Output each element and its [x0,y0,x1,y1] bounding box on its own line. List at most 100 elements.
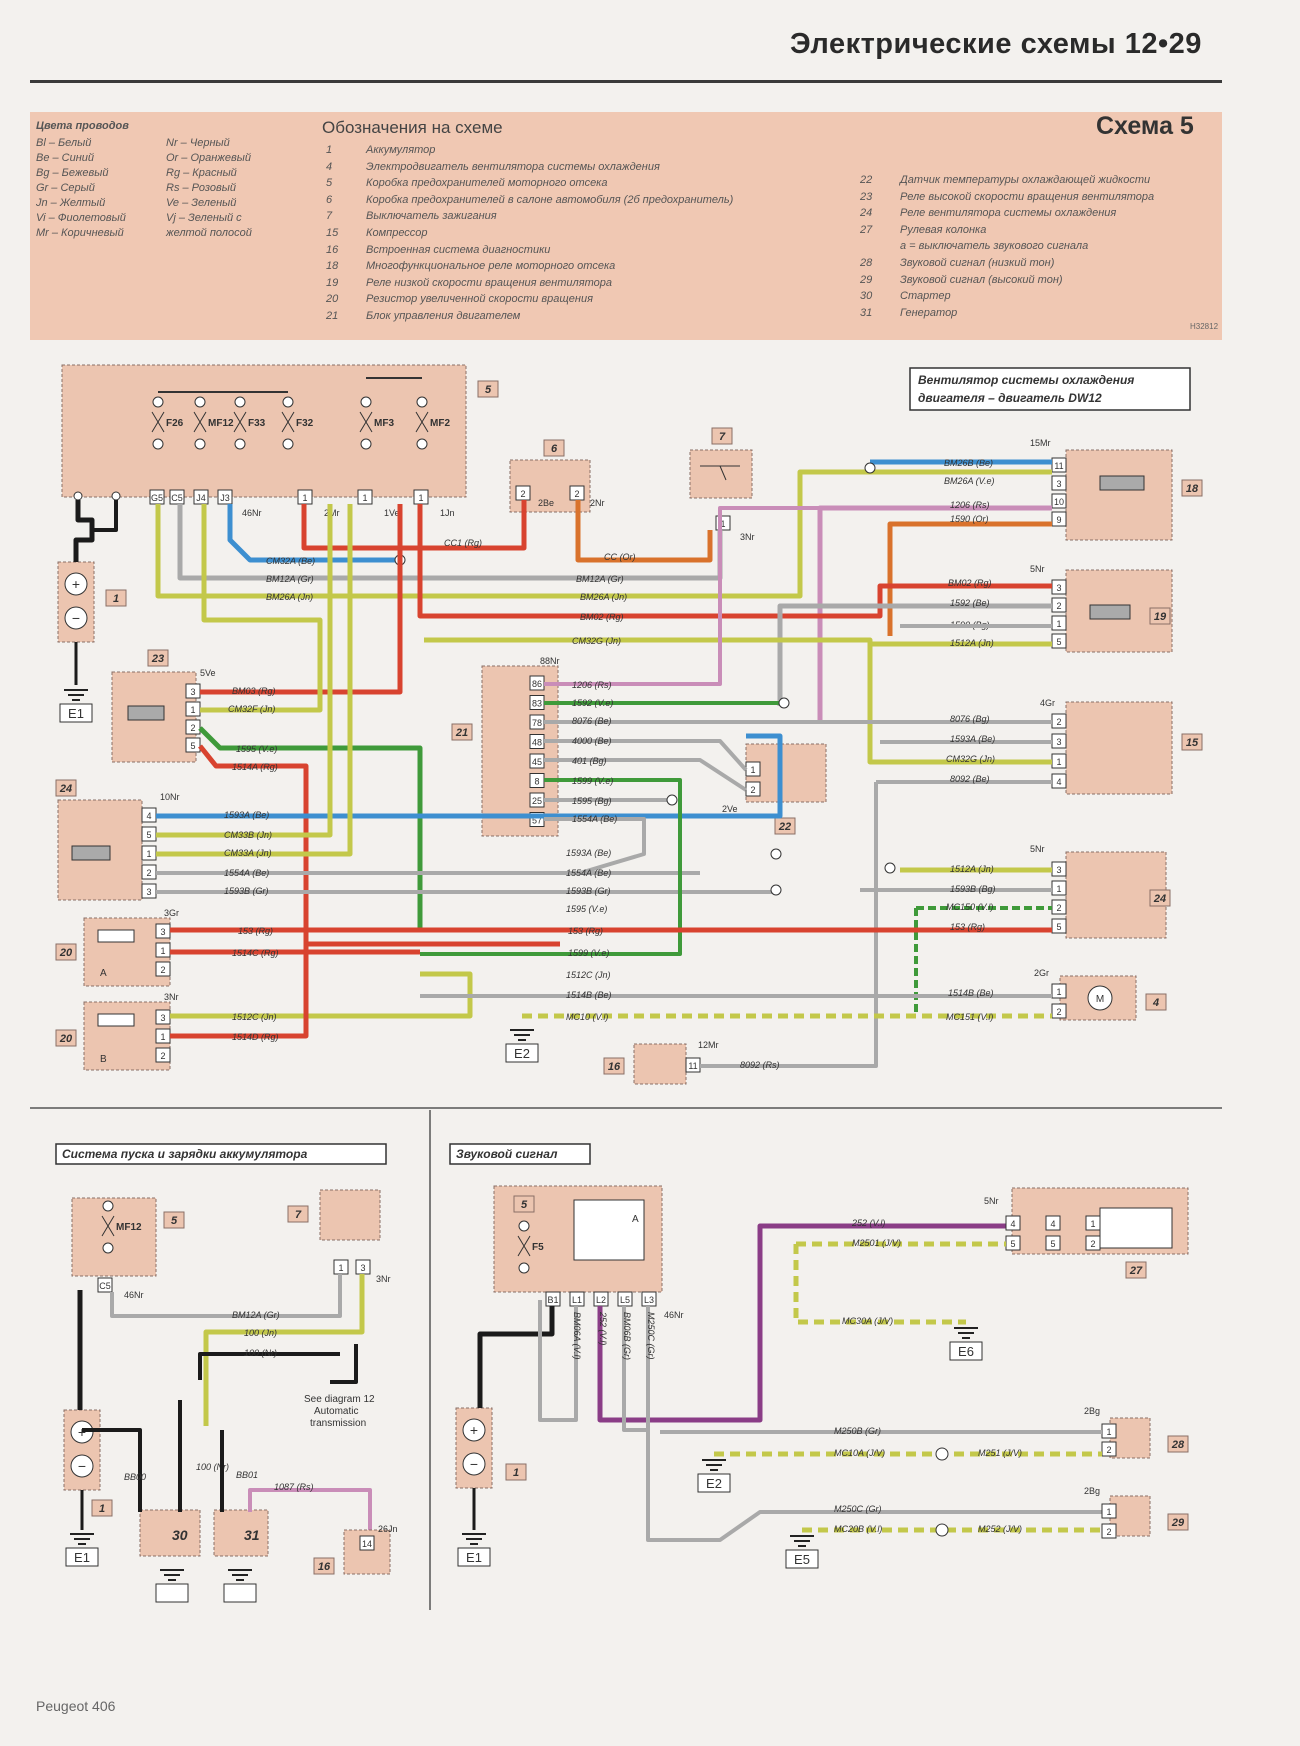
tag-15 [1181,733,1203,751]
pin-label: C5 [171,493,183,503]
wire-color-entry: Bе – Синий [36,152,95,164]
wire-label: CC (Or) [604,552,636,562]
fuse-symbol [281,411,295,433]
wire-BM02 [417,504,1052,619]
component-number: 21 [455,727,468,739]
motor-letter: M [1096,994,1104,1005]
legend-item-number: 28 [860,256,873,269]
connector-label: 2Bg [1084,1406,1100,1416]
fuse-symbol [101,1215,115,1237]
connector-pin [1051,1003,1067,1019]
wire-color-entry: Bl – Белый [36,137,92,149]
battery-cable [90,500,118,532]
wire-1087 [248,1488,372,1530]
pin-label: 1 [1056,757,1061,767]
wire-1599-21 [420,778,682,956]
fuse-symbol [517,1235,531,1257]
tag-16 [603,1057,625,1075]
wire-CM33B [156,504,333,838]
ground-label: E5 [794,1552,810,1567]
pin-label: 3 [160,1013,165,1023]
tag-24-left [55,779,77,797]
pin-label: 2 [750,785,755,795]
wire-label: CM32G (Jn) [946,754,995,764]
component-number: 23 [151,653,164,665]
fuse-box-pin [193,489,209,505]
component-number: 24 [1153,893,1166,905]
fuse-terminal [416,396,428,408]
wire-label: 1554A (Bе) [224,868,269,878]
pin-label: C5 [99,1281,111,1291]
wire-label: 1593A (Bе) [224,810,269,820]
switch-symbol [700,465,740,481]
wire-CM32G-15 [867,644,1052,765]
wire-CM32G [424,637,1052,647]
pin-label: 3 [1056,479,1061,489]
pin-label: 4 [1056,777,1061,787]
tag-6 [543,439,565,457]
resistor-label: B [100,1054,107,1065]
pin-label: 2 [1056,601,1061,611]
component-number: 4 [1152,997,1159,1009]
wire-label: 1593B (Gr) [224,886,269,896]
splice-point [935,1447,949,1461]
tag-1 [105,589,127,607]
wire-label: 1514B (Bе) [948,988,994,998]
pin-label: 1 [720,519,725,529]
wire-label: CM32G (Jn) [572,636,621,646]
connector-pin [1051,983,1067,999]
tag-5-start [163,1211,185,1229]
tag-22 [774,817,796,835]
fuse-symbol [233,411,247,433]
tag-1-start [91,1499,113,1517]
wire-label: 8076 (Bg) [950,714,990,724]
relay-label: A [632,1214,639,1225]
wire-label: 153 (Rg) [950,922,985,932]
component-number: 7 [719,431,726,443]
tag-29 [1167,1513,1189,1531]
legend-item-number: 16 [326,243,339,256]
wire-label: 100 (Nr) [244,1348,277,1358]
ground-E6 [949,1341,983,1361]
connector-label: 46Nr [242,508,262,518]
relay-18-pin [1051,457,1067,473]
ground-starter [155,1583,189,1603]
connector-label: 3Nr [376,1274,391,1284]
wire-color-entry: Vi – Фиолетовый [36,212,126,224]
pin-label: 14 [362,1539,372,1549]
legend-item-text: Реле вентилятора системы охлаждения [900,207,1117,220]
ground-E1-horn [457,1547,491,1567]
pin-label: 9 [1056,515,1061,525]
component-number: 16 [608,1061,621,1073]
wire-8092-16 [700,782,878,1068]
horn-28 [1109,1417,1151,1459]
pin-label: 86 [532,679,542,689]
connector-label: 2Ve [722,804,738,814]
wire-label: 8076 (Bе) [572,716,612,726]
tag-28 [1167,1435,1189,1453]
pin-label: 1 [1056,619,1061,629]
pin-label: 1 [418,493,423,503]
pin-label: 5 [146,830,151,840]
horn-title: Звуковой сигнал [456,1147,558,1161]
legend-item-text: Встроенная система диагностики [366,243,551,256]
pin-label: 3 [360,1263,365,1273]
legend-item-text: Датчик температуры охлаждающей жидкости [900,174,1151,186]
wire-label: M2501 (J/V) [852,1238,901,1248]
wire-1593A-24 [156,733,783,819]
fuse-terminal [152,396,164,408]
wire-label: BM12A (Gr) [266,574,314,584]
legend-item-text: Выключатель зажигания [366,210,497,223]
wire-label: 1593A (Bе) [566,848,611,858]
splice-point [884,862,896,874]
pin-label: 5 [1010,1239,1015,1249]
wire-1554A-21 [544,817,646,875]
legend-item-text: Блок управления двигателем [366,309,521,322]
wire-label: M251 (J/V) [978,1448,1022,1458]
pin-label: 1 [160,1032,165,1042]
tag-7-start [287,1205,309,1223]
